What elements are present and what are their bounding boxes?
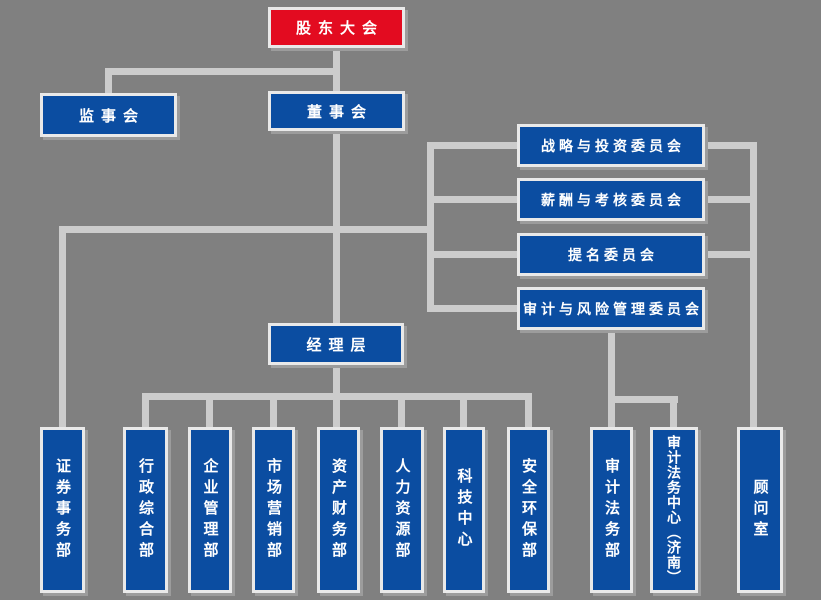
connector-supervisory-drop bbox=[105, 68, 112, 95]
node-management-layer: 经理层 bbox=[268, 323, 404, 365]
node-dept-technology-center: 科技中心 bbox=[443, 427, 485, 593]
connector-committee2-left bbox=[430, 196, 519, 203]
connector-dept-drop-2 bbox=[206, 393, 213, 429]
node-dept-audit-legal-center-jinan: 审计法务中心（济南） bbox=[650, 427, 698, 593]
connector-dept-drop-5 bbox=[460, 393, 467, 429]
node-dept-administration: 行政综合部 bbox=[123, 427, 168, 593]
connector-committee3-right bbox=[703, 251, 750, 258]
connector-committee4-drop bbox=[608, 328, 615, 398]
node-committee-nomination: 提名委员会 bbox=[517, 233, 705, 276]
connector-dept-drop-1 bbox=[142, 393, 149, 429]
node-dept-audit-legal: 审计法务部 bbox=[590, 427, 633, 593]
connector-audit-legal-drop bbox=[608, 396, 615, 429]
node-advisory-office: 顾问室 bbox=[737, 427, 783, 593]
connector-dept-drop-3 bbox=[270, 393, 277, 429]
connector-dept-drop-4 bbox=[398, 393, 405, 429]
connector-committee1-right bbox=[703, 142, 750, 149]
connector-board-branch-horizontal bbox=[59, 226, 434, 233]
connector-securities-drop bbox=[59, 226, 66, 429]
node-dept-asset-finance: 资产财务部 bbox=[317, 427, 360, 593]
node-dept-securities-affairs: 证券事务部 bbox=[40, 427, 85, 593]
connector-committee4-left bbox=[430, 305, 519, 312]
connector-right-spine bbox=[750, 142, 757, 429]
node-dept-safety-environment: 安全环保部 bbox=[507, 427, 550, 593]
node-committee-strategy-investment: 战略与投资委员会 bbox=[517, 124, 705, 167]
connector-committee3-left bbox=[430, 251, 519, 258]
node-board-of-directors: 董事会 bbox=[268, 91, 405, 131]
connector-committee2-right bbox=[703, 196, 750, 203]
node-dept-human-resources: 人力资源部 bbox=[380, 427, 424, 593]
node-dept-enterprise-management: 企业管理部 bbox=[188, 427, 232, 593]
connector-committee1-left bbox=[430, 142, 519, 149]
connector-audit-center-drop bbox=[670, 396, 677, 429]
node-committee-audit-risk: 审计与风险管理委员会 bbox=[517, 287, 705, 330]
node-shareholders-meeting: 股东大会 bbox=[268, 7, 405, 48]
connector-audit-horizontal bbox=[608, 396, 678, 403]
connector-shareholders-board bbox=[333, 47, 340, 93]
connector-committee-left-spine bbox=[427, 142, 434, 312]
node-dept-marketing: 市场营销部 bbox=[252, 427, 295, 593]
node-supervisory-board: 监事会 bbox=[40, 93, 177, 137]
connector-supervisory-horizontal bbox=[105, 68, 336, 75]
connector-dept-drop-6 bbox=[525, 393, 532, 429]
node-committee-compensation-assessment: 薪酬与考核委员会 bbox=[517, 178, 705, 221]
connector-management-horizontal bbox=[142, 393, 532, 400]
